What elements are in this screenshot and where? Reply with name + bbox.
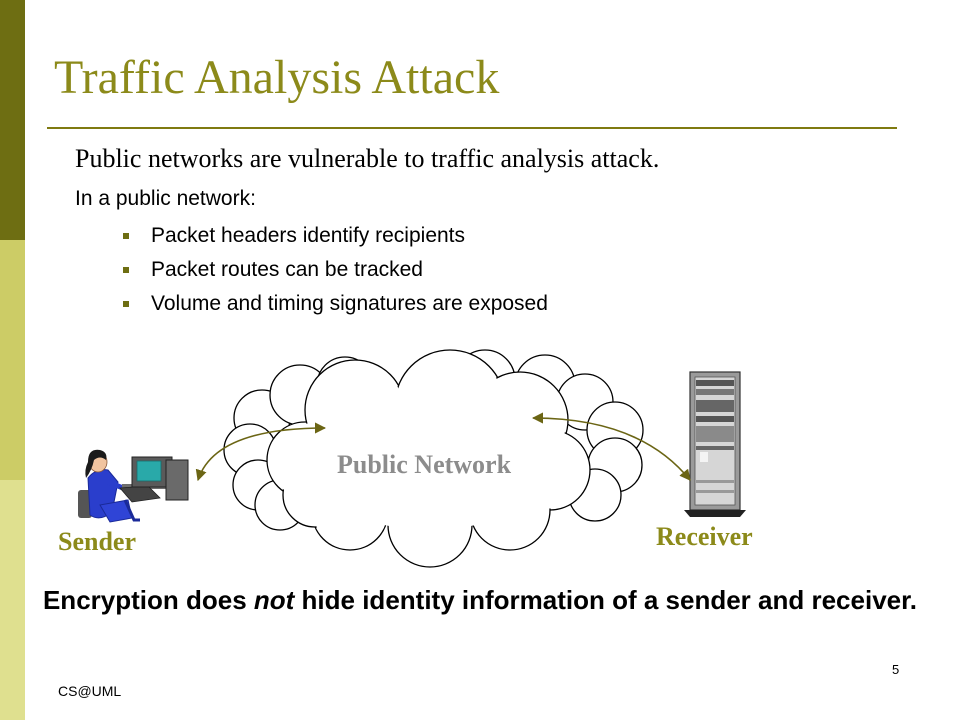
conclusion-text: Encryption does not hide identity inform… (20, 583, 940, 618)
person-at-computer-icon (78, 449, 189, 523)
slide-title: Traffic Analysis Attack (54, 51, 500, 104)
side-bar-top (0, 0, 25, 240)
footer-label: CS@UML (58, 683, 122, 699)
title-underline (47, 127, 897, 129)
rack-unit (696, 416, 734, 422)
bullet-text: Packet routes can be tracked (151, 258, 423, 281)
rack-unit (696, 490, 734, 493)
intro-text: In a public network: (75, 187, 256, 210)
computer-tower (165, 459, 189, 501)
square-bullet-icon (123, 233, 129, 239)
monitor-screen (136, 460, 162, 482)
server-rack-icon (684, 371, 746, 517)
rack-unit (696, 426, 734, 442)
rack-unit (696, 480, 734, 483)
rack-unit (696, 389, 734, 395)
square-bullet-icon (123, 267, 129, 273)
side-bar-middle (0, 240, 25, 480)
rack-unit (696, 400, 734, 412)
square-bullet-icon (123, 301, 129, 307)
side-bar-bottom (0, 480, 25, 720)
sender-label: Sender (58, 527, 136, 556)
receiver-label: Receiver (656, 522, 753, 551)
rack-base (684, 510, 746, 517)
network-receiver-arrow (531, 412, 691, 481)
conclusion-emphasis: not (253, 585, 295, 615)
rack-unit (696, 446, 734, 450)
rack-unit (696, 380, 734, 386)
bullet-list: Packet headers identify recipients Packe… (120, 223, 548, 325)
slide-subtitle: Public networks are vulnerable to traffi… (75, 144, 660, 173)
person-hair (85, 449, 107, 478)
bullet-item: Volume and timing signatures are exposed (120, 291, 548, 325)
bullet-item: Packet headers identify recipients (120, 223, 548, 257)
rack-panel (700, 452, 708, 462)
chair-back (78, 490, 92, 518)
sender-network-arrow (195, 422, 327, 482)
conclusion-part2: hide identity information of a sender an… (294, 585, 918, 615)
person-shin (123, 499, 140, 522)
bullet-text: Packet headers identify recipients (151, 224, 466, 247)
conclusion-part1: Encryption does (42, 585, 254, 615)
bullet-text: Volume and timing signatures are exposed (151, 292, 548, 315)
network-label: Public Network (337, 450, 512, 479)
bullet-item: Packet routes can be tracked (120, 257, 548, 291)
page-number: 5 (892, 662, 900, 677)
